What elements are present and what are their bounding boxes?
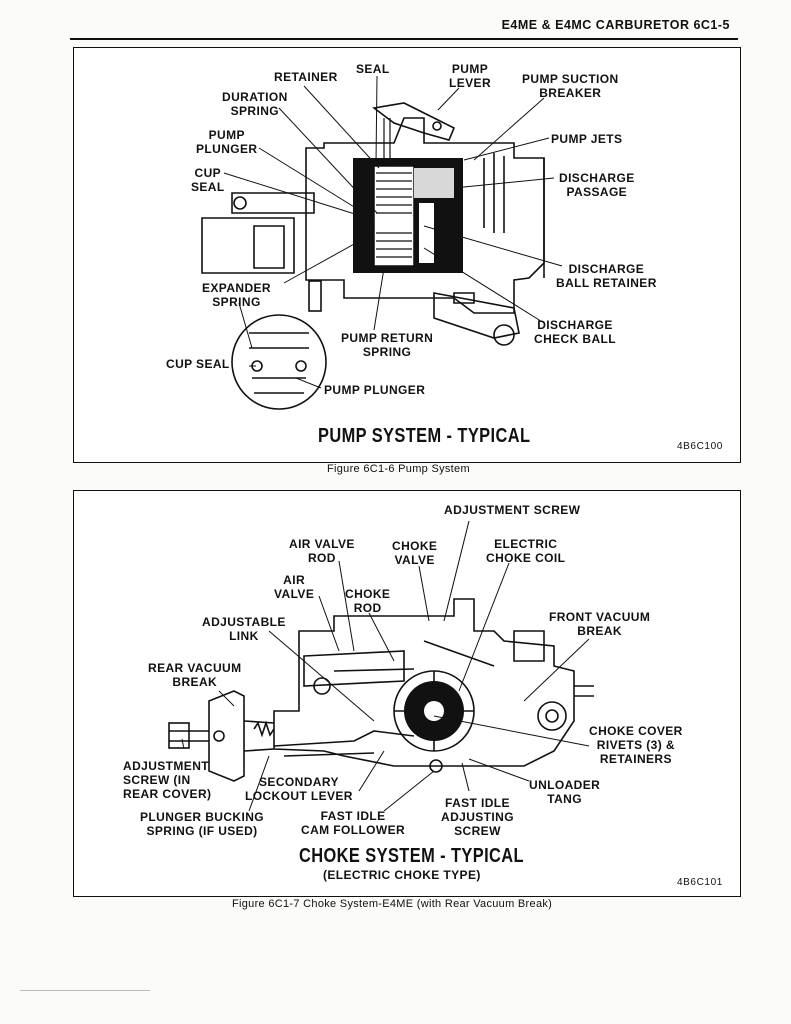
- figure1-caption: Figure 6C1-6 Pump System: [327, 463, 470, 475]
- label-air-valve-rod: AIR VALVE ROD: [289, 537, 355, 565]
- label-adjustment-screw-rear: ADJUSTMENT SCREW (IN REAR COVER): [123, 759, 212, 801]
- label-front-vacuum-break: FRONT VACUUM BREAK: [549, 610, 651, 638]
- label-pump-suction-breaker: PUMP SUCTION BREAKER: [522, 72, 619, 100]
- label-seal: SEAL: [356, 62, 390, 76]
- label-rear-vacuum-break: REAR VACUUM BREAK: [148, 661, 242, 689]
- label-fast-idle-cam-follower: FAST IDLE CAM FOLLOWER: [301, 809, 406, 837]
- label-plunger-bucking-spring: PLUNGER BUCKING SPRING (IF USED): [140, 810, 265, 838]
- label-expander-spring: EXPANDER SPRING: [202, 281, 271, 309]
- label-fast-idle-adjusting-screw: FAST IDLE ADJUSTING SCREW: [441, 796, 514, 838]
- choke-system-drawing: [168, 520, 594, 812]
- label-adjustable-link: ADJUSTABLE LINK: [202, 615, 286, 643]
- label-secondary-lockout-lever: SECONDARY LOCKOUT LEVER: [245, 775, 353, 803]
- label-cup-seal: CUP SEAL: [191, 166, 225, 194]
- label-retainer: RETAINER: [274, 70, 338, 84]
- pump-system-figure: RETAINER SEAL PUMP LEVER PUMP SUCTION BR…: [73, 47, 741, 463]
- figure1-code: 4B6C100: [677, 441, 723, 452]
- figure1-title: PUMP SYSTEM - TYPICAL: [318, 425, 531, 447]
- label-discharge-check-ball: DISCHARGE CHECK BALL: [534, 318, 616, 346]
- label-discharge-passage: DISCHARGE PASSAGE: [559, 171, 635, 199]
- label-pump-lever: PUMP LEVER: [449, 62, 492, 90]
- label-pump-return-spring: PUMP RETURN SPRING: [341, 331, 434, 359]
- label-choke-rod: CHOKE ROD: [345, 587, 391, 615]
- page-header: E4ME & E4MC CARBURETOR 6C1-5: [501, 18, 730, 32]
- figure2-title: CHOKE SYSTEM - TYPICAL: [299, 845, 524, 867]
- label-discharge-ball-retainer: DISCHARGE BALL RETAINER: [556, 262, 657, 290]
- label-pump-plunger: PUMP PLUNGER: [196, 128, 258, 156]
- label-choke-cover-rivets: CHOKE COVER RIVETS (3) & RETAINERS: [589, 724, 683, 766]
- label-electric-choke-coil: ELECTRIC CHOKE COIL: [486, 537, 566, 565]
- choke-system-figure: ADJUSTMENT SCREW AIR VALVE ROD CHOKE VAL…: [73, 490, 741, 897]
- label-pump-plunger-inset: PUMP PLUNGER: [324, 383, 426, 397]
- footer-rule: [20, 990, 150, 991]
- label-choke-valve: CHOKE VALVE: [392, 539, 438, 567]
- label-air-valve: AIR VALVE: [274, 573, 315, 601]
- label-cup-seal-inset: CUP SEAL: [166, 357, 230, 371]
- pump-system-drawing: [201, 75, 563, 410]
- label-adjustment-screw: ADJUSTMENT SCREW: [444, 503, 581, 517]
- label-unloader-tang: UNLOADER TANG: [529, 778, 601, 806]
- label-duration-spring: DURATION SPRING: [222, 90, 288, 118]
- figure2-code: 4B6C101: [677, 877, 723, 888]
- label-pump-jets: PUMP JETS: [551, 132, 623, 146]
- header-rule: [70, 38, 738, 40]
- figure2-caption: Figure 6C1-7 Choke System-E4ME (with Rea…: [232, 898, 553, 910]
- figure2-subtitle: (ELECTRIC CHOKE TYPE): [323, 868, 481, 882]
